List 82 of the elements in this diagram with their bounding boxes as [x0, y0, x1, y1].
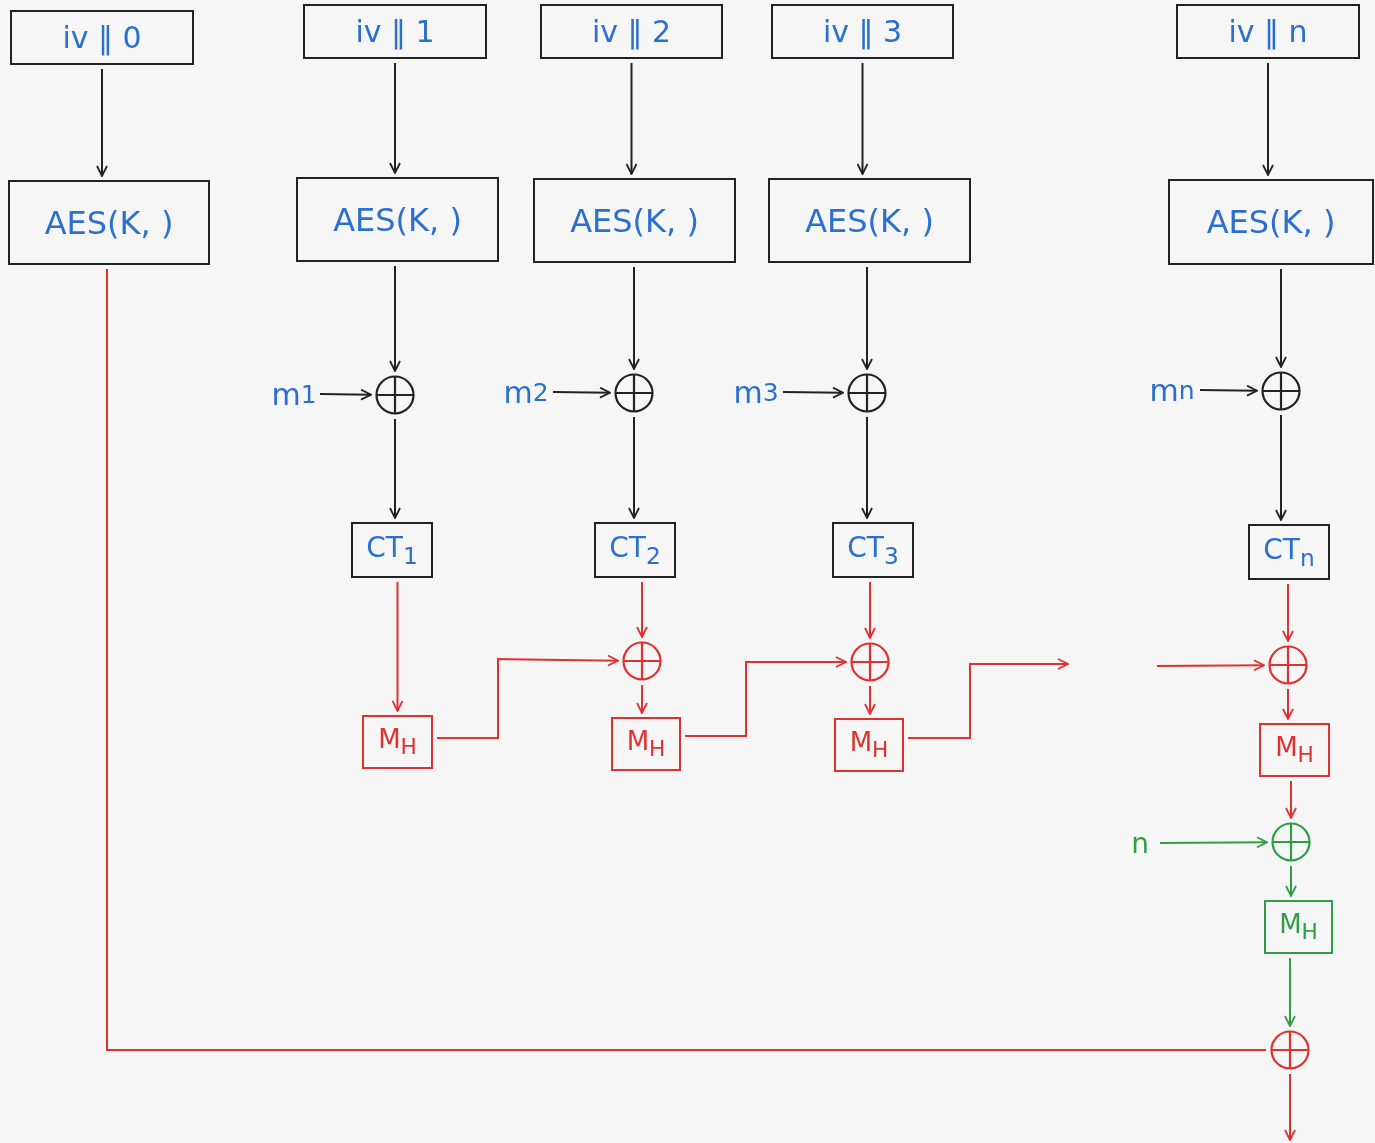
box-label: CT$_{2}$ — [609, 530, 661, 570]
arrow — [389, 265, 401, 372]
process-box — [10, 10, 194, 65]
box-label: CT$_{3}$ — [847, 530, 899, 570]
box-label: iv ‖ 1 — [355, 14, 435, 49]
xor-symbol — [1271, 822, 1311, 862]
box-label: AES(K, ) — [570, 201, 699, 240]
arrow — [1284, 1073, 1296, 1141]
arrow — [636, 684, 648, 714]
xor-symbol — [847, 373, 887, 413]
arrow — [864, 685, 876, 715]
process-box — [296, 177, 499, 262]
arrow — [1284, 957, 1296, 1027]
process-box — [611, 717, 681, 771]
arrow — [319, 388, 372, 401]
arrow — [1282, 583, 1294, 642]
box-label: M$_{H}$ — [378, 724, 417, 760]
process-box — [594, 522, 676, 578]
arrow — [864, 581, 876, 639]
arrow — [1285, 865, 1297, 897]
process-box — [1176, 4, 1360, 59]
process-box — [832, 522, 914, 578]
box-label: AES(K, ) — [44, 203, 174, 242]
arrow — [1275, 268, 1287, 368]
arrow — [861, 416, 873, 519]
arrow — [861, 266, 873, 370]
arrow — [1159, 836, 1268, 849]
arrow — [856, 62, 869, 175]
process-box — [540, 4, 723, 59]
xor-symbol — [622, 641, 662, 681]
process-box — [8, 180, 210, 265]
process-box — [1248, 524, 1330, 580]
process-box — [1259, 723, 1330, 777]
process-box — [533, 178, 736, 263]
box-label: M$_{H}$ — [1279, 909, 1318, 945]
arrow — [391, 581, 404, 712]
xor-symbol — [375, 375, 415, 415]
xor-symbol — [1270, 1030, 1310, 1070]
arrow — [1275, 414, 1287, 521]
box-label: iv ‖ n — [1228, 14, 1308, 49]
box-label: M$_{H}$ — [849, 727, 889, 763]
process-box — [1264, 900, 1333, 954]
arrow — [628, 266, 640, 370]
box-label: CT$_{n}$ — [1263, 532, 1315, 572]
process-box — [1168, 179, 1374, 265]
xor-symbol — [1268, 645, 1308, 685]
process-box — [768, 178, 971, 263]
arrow — [907, 658, 1069, 739]
xor-symbol — [1261, 371, 1301, 411]
arrow — [782, 386, 844, 399]
arrow — [1156, 659, 1265, 672]
box-label: AES(K, ) — [1206, 203, 1336, 241]
connector-line — [106, 268, 1267, 1051]
arrow — [684, 656, 847, 737]
box-label: CT$_{1}$ — [366, 530, 418, 570]
arrow — [96, 68, 108, 177]
box-label: M$_{H}$ — [1275, 732, 1314, 768]
box-label: AES(K, ) — [805, 201, 934, 240]
box-label: AES(K, ) — [333, 200, 462, 239]
box-label: iv ‖ 2 — [591, 14, 672, 49]
xor-symbol — [850, 642, 890, 682]
arrow — [636, 581, 648, 638]
box-label: iv ‖ 0 — [62, 20, 142, 55]
arrow — [1199, 384, 1258, 397]
arrow — [625, 62, 638, 175]
arrow — [389, 62, 401, 174]
process-box — [351, 522, 433, 578]
process-box — [771, 4, 954, 59]
process-box — [303, 4, 487, 59]
arrow — [436, 654, 619, 739]
arrow — [1262, 62, 1274, 176]
box-label: M$_{H}$ — [626, 726, 666, 762]
arrow — [1282, 688, 1294, 720]
process-box — [834, 718, 904, 772]
box-label: iv ‖ 3 — [822, 14, 903, 49]
arrow — [628, 416, 640, 519]
process-box — [362, 715, 433, 769]
input-label: n — [1124, 826, 1156, 860]
xor-symbol — [614, 373, 654, 413]
arrow — [389, 418, 401, 519]
arrow — [552, 386, 611, 399]
arrow — [1285, 780, 1297, 819]
